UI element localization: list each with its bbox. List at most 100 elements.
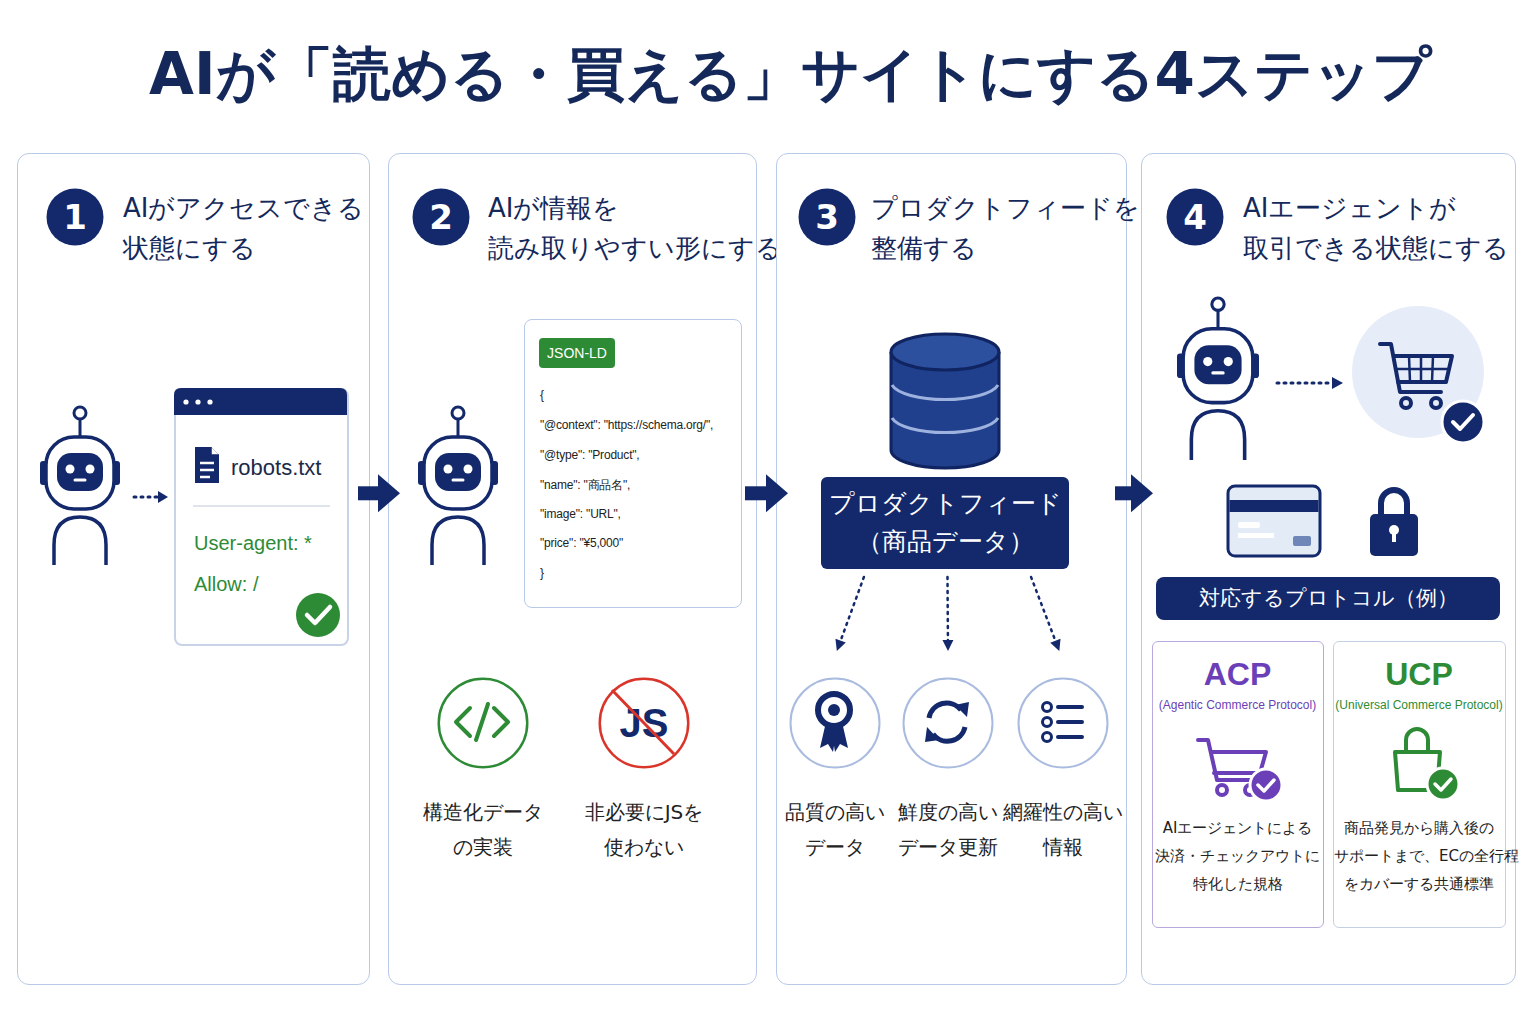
connector-line [745,486,770,500]
window-bar [174,388,347,415]
band-label: 対応するプロトコル（例） [1156,577,1500,620]
icon-glyph: JS [598,677,690,769]
protocol-fullname: (Agentic Commerce Protocol) [1153,697,1322,713]
icon-caption: 網羅性の高い 情報 [973,795,1153,865]
text-line: の実装 [393,830,573,865]
step-arrow [745,474,788,512]
protocol-fullname: (Universal Commerce Protocol) [1334,697,1504,713]
step-panel: AIエージェントが 取引できる状態にする 4 対応するプロトコル（例） ACP(Age… [1141,153,1516,985]
code-icon [456,704,508,740]
feed-box: プロダクトフィード （商品データ） [821,477,1069,569]
check-badge [1250,769,1282,801]
arrow-head [378,474,400,512]
circle-shape [799,189,856,246]
icon-circle: 品質の高い データ [789,677,881,769]
step-number: 3 [798,188,856,246]
step-number-text: 4 [1166,188,1224,246]
strike-line [612,690,674,754]
text-line: 情報 [973,830,1153,865]
list-icon [1043,703,1083,742]
check-badge [1427,768,1459,800]
connector-line [1115,486,1135,500]
arrow-head [835,639,845,651]
cart-icon [1198,740,1266,795]
protocol-box: ACP(Agentic Commerce Protocol) AIエージェントによ… [1152,641,1324,928]
step-heading: AIがアクセスできる 状態にする [123,188,364,268]
text-line: プロダクトフィードを [871,188,1140,228]
protocol-description: 商品発見から購入後の サポートまで、ECの全行程 をカバーする共通標準 [1334,814,1504,898]
text-line: AIがアクセスできる [123,188,364,228]
circle-shape [791,679,880,768]
icon-caption: 非必要にJSを 使わない [554,795,734,865]
step-number-text: 1 [46,188,104,246]
step-number: 2 [412,188,470,246]
dotted-arrow [1031,577,1060,651]
code-line: User-agent: * [194,530,312,556]
protocol-name: UCP [1334,652,1504,696]
text-line: 読み取りやすい形にする [488,228,782,268]
text-line: データ更新 [858,830,1038,865]
cart-icon [1380,344,1452,408]
step-number-text: 3 [798,188,856,246]
step-number: 4 [1166,188,1224,246]
protocol-name: ACP [1153,652,1322,696]
connector-line [840,577,864,643]
file-icon [195,447,219,483]
text-line: 非必要にJSを [554,795,734,830]
text-line: 使わない [554,830,734,865]
circle-shape [439,679,528,768]
text-line: 網羅性の高い [973,795,1153,830]
bag-icon [1395,729,1440,790]
robot-icon [418,407,498,565]
step-arrow [358,474,400,512]
robot-icon [40,407,120,565]
arrow-head [942,640,953,651]
step-heading: AIが情報を 読み取りやすい形にする [488,188,782,268]
section-band: 対応するプロトコル（例） [1156,577,1500,620]
arrow-head [1131,474,1153,512]
text-line: AIエージェントによる [1153,814,1322,842]
check-badge [296,593,340,637]
step-heading: AIエージェントが 取引できる状態にする [1243,188,1509,268]
circle-outline [902,677,994,769]
format-badge: JSON-LD [539,338,615,368]
text-line: 構造化データ [393,795,573,830]
icon-circle: 構造化データ の実装 [437,677,529,769]
icon-circle: JS非必要にJSを 使わない [598,677,690,769]
circle-shape [1019,679,1108,768]
dotted-pointer [134,491,168,503]
refresh-icon [925,702,969,742]
divider [193,505,330,507]
circle-shape [413,189,470,246]
feed-label: プロダクトフィード （商品データ） [821,485,1069,561]
text-line: 整備する [871,228,1140,268]
circle-outline [437,677,529,769]
step-number: 1 [46,188,104,246]
code-line: { [540,385,544,405]
code-line: "price": "¥5,000" [540,533,623,553]
robot-icon [1177,298,1259,460]
circle-shape [47,189,104,246]
database-icon [891,334,999,468]
text-line: 商品発見から購入後の [1334,814,1504,842]
icon-caption: 構造化データ の実装 [393,795,573,865]
step-panel: AIが情報を 読み取りやすい形にする2{"@context": "https:/… [388,153,757,985]
step-panel: プロダクトフィードを 整備する3プロダクトフィード （商品データ）品質の高い デ… [776,153,1127,985]
title: AIが「読める・買える」サイトにする4ステップ [44,38,1536,110]
dotted-arrow [835,577,863,651]
code-line: Allow: / [194,571,258,597]
text-line: 特化した規格 [1153,870,1322,898]
icon-circle: 鮮度の高い データ更新 [902,677,994,769]
protocol-description: AIエージェントによる 決済・チェックアウトに 特化した規格 [1153,814,1322,898]
card-icon [1228,486,1320,556]
circle-outline [1017,677,1109,769]
dotted-arrow [942,577,953,651]
badge-text: JSON-LD [539,338,615,368]
code-line: "image": "URL", [540,504,621,524]
code-line: "name": "商品名", [540,475,630,495]
file-window: robots.txtUser-agent: *Allow: / [174,388,349,646]
